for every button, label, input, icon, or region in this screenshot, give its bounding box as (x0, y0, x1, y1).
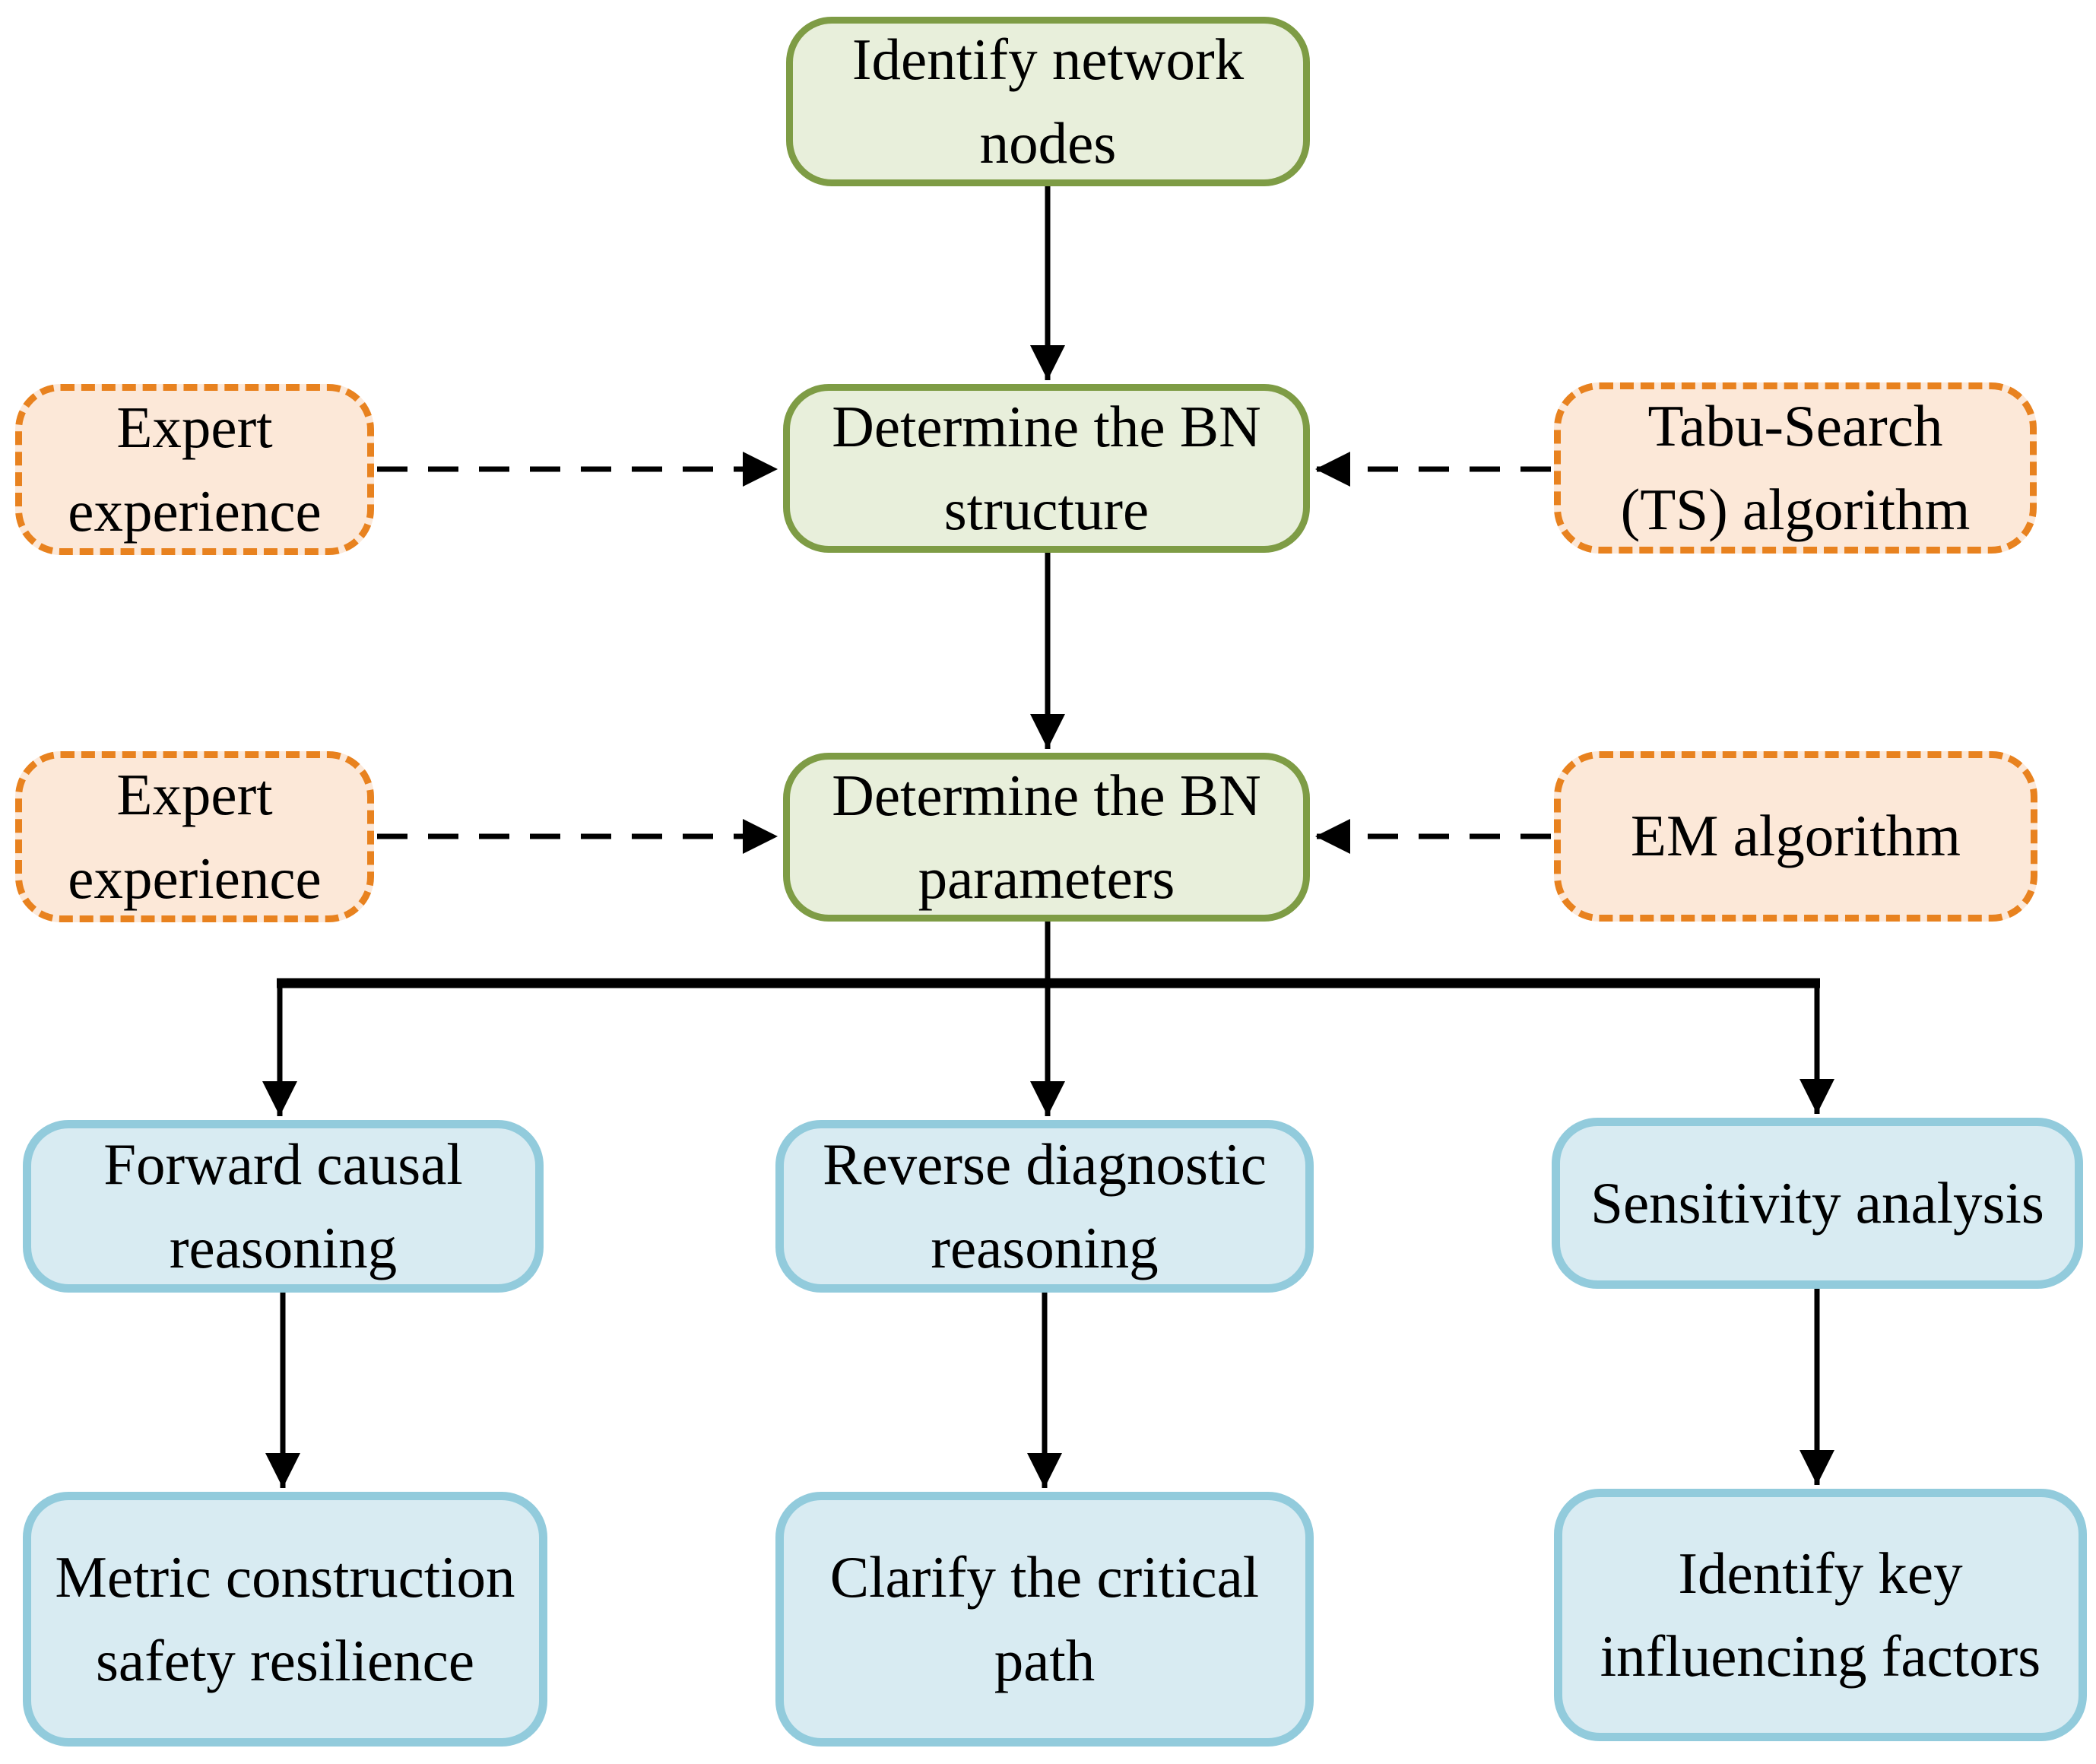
node-identify-key-influencing-factors: Identify key influencing factors (1554, 1489, 2087, 1741)
node-identify-network-nodes: Identify network nodes (786, 17, 1310, 186)
node-forward-causal-reasoning: Forward causal reasoning (23, 1120, 544, 1293)
node-tabu-search-algorithm: Tabu-Search (TS) algorithm (1554, 382, 2037, 554)
node-metric-construction-safety-resilience: Metric construction safety resilience (23, 1492, 547, 1747)
node-reverse-diagnostic-reasoning: Reverse diagnostic reasoning (775, 1120, 1314, 1293)
node-determine-bn-structure: Determine the BN structure (783, 384, 1310, 553)
node-expert-experience-structure: Expert experience (15, 384, 374, 555)
node-sensitivity-analysis: Sensitivity analysis (1552, 1118, 2083, 1289)
node-em-algorithm: EM algorithm (1554, 751, 2037, 922)
node-clarify-critical-path: Clarify the critical path (775, 1492, 1314, 1747)
node-expert-experience-parameters: Expert experience (15, 751, 374, 922)
node-determine-bn-parameters: Determine the BN parameters (783, 753, 1310, 922)
